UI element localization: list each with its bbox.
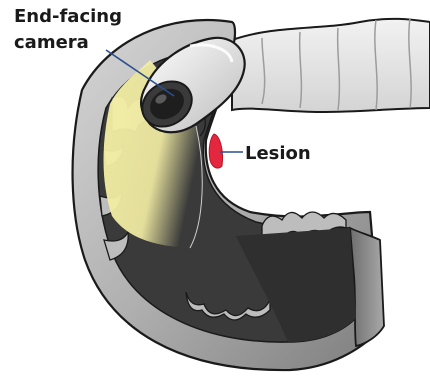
lesion-label: Lesion [245, 143, 311, 164]
lesion-marker [209, 134, 222, 168]
camera-label-line2: camera [14, 32, 89, 53]
camera-label-line1: End-facing [14, 6, 122, 27]
intestine-upper-tube [232, 18, 430, 112]
